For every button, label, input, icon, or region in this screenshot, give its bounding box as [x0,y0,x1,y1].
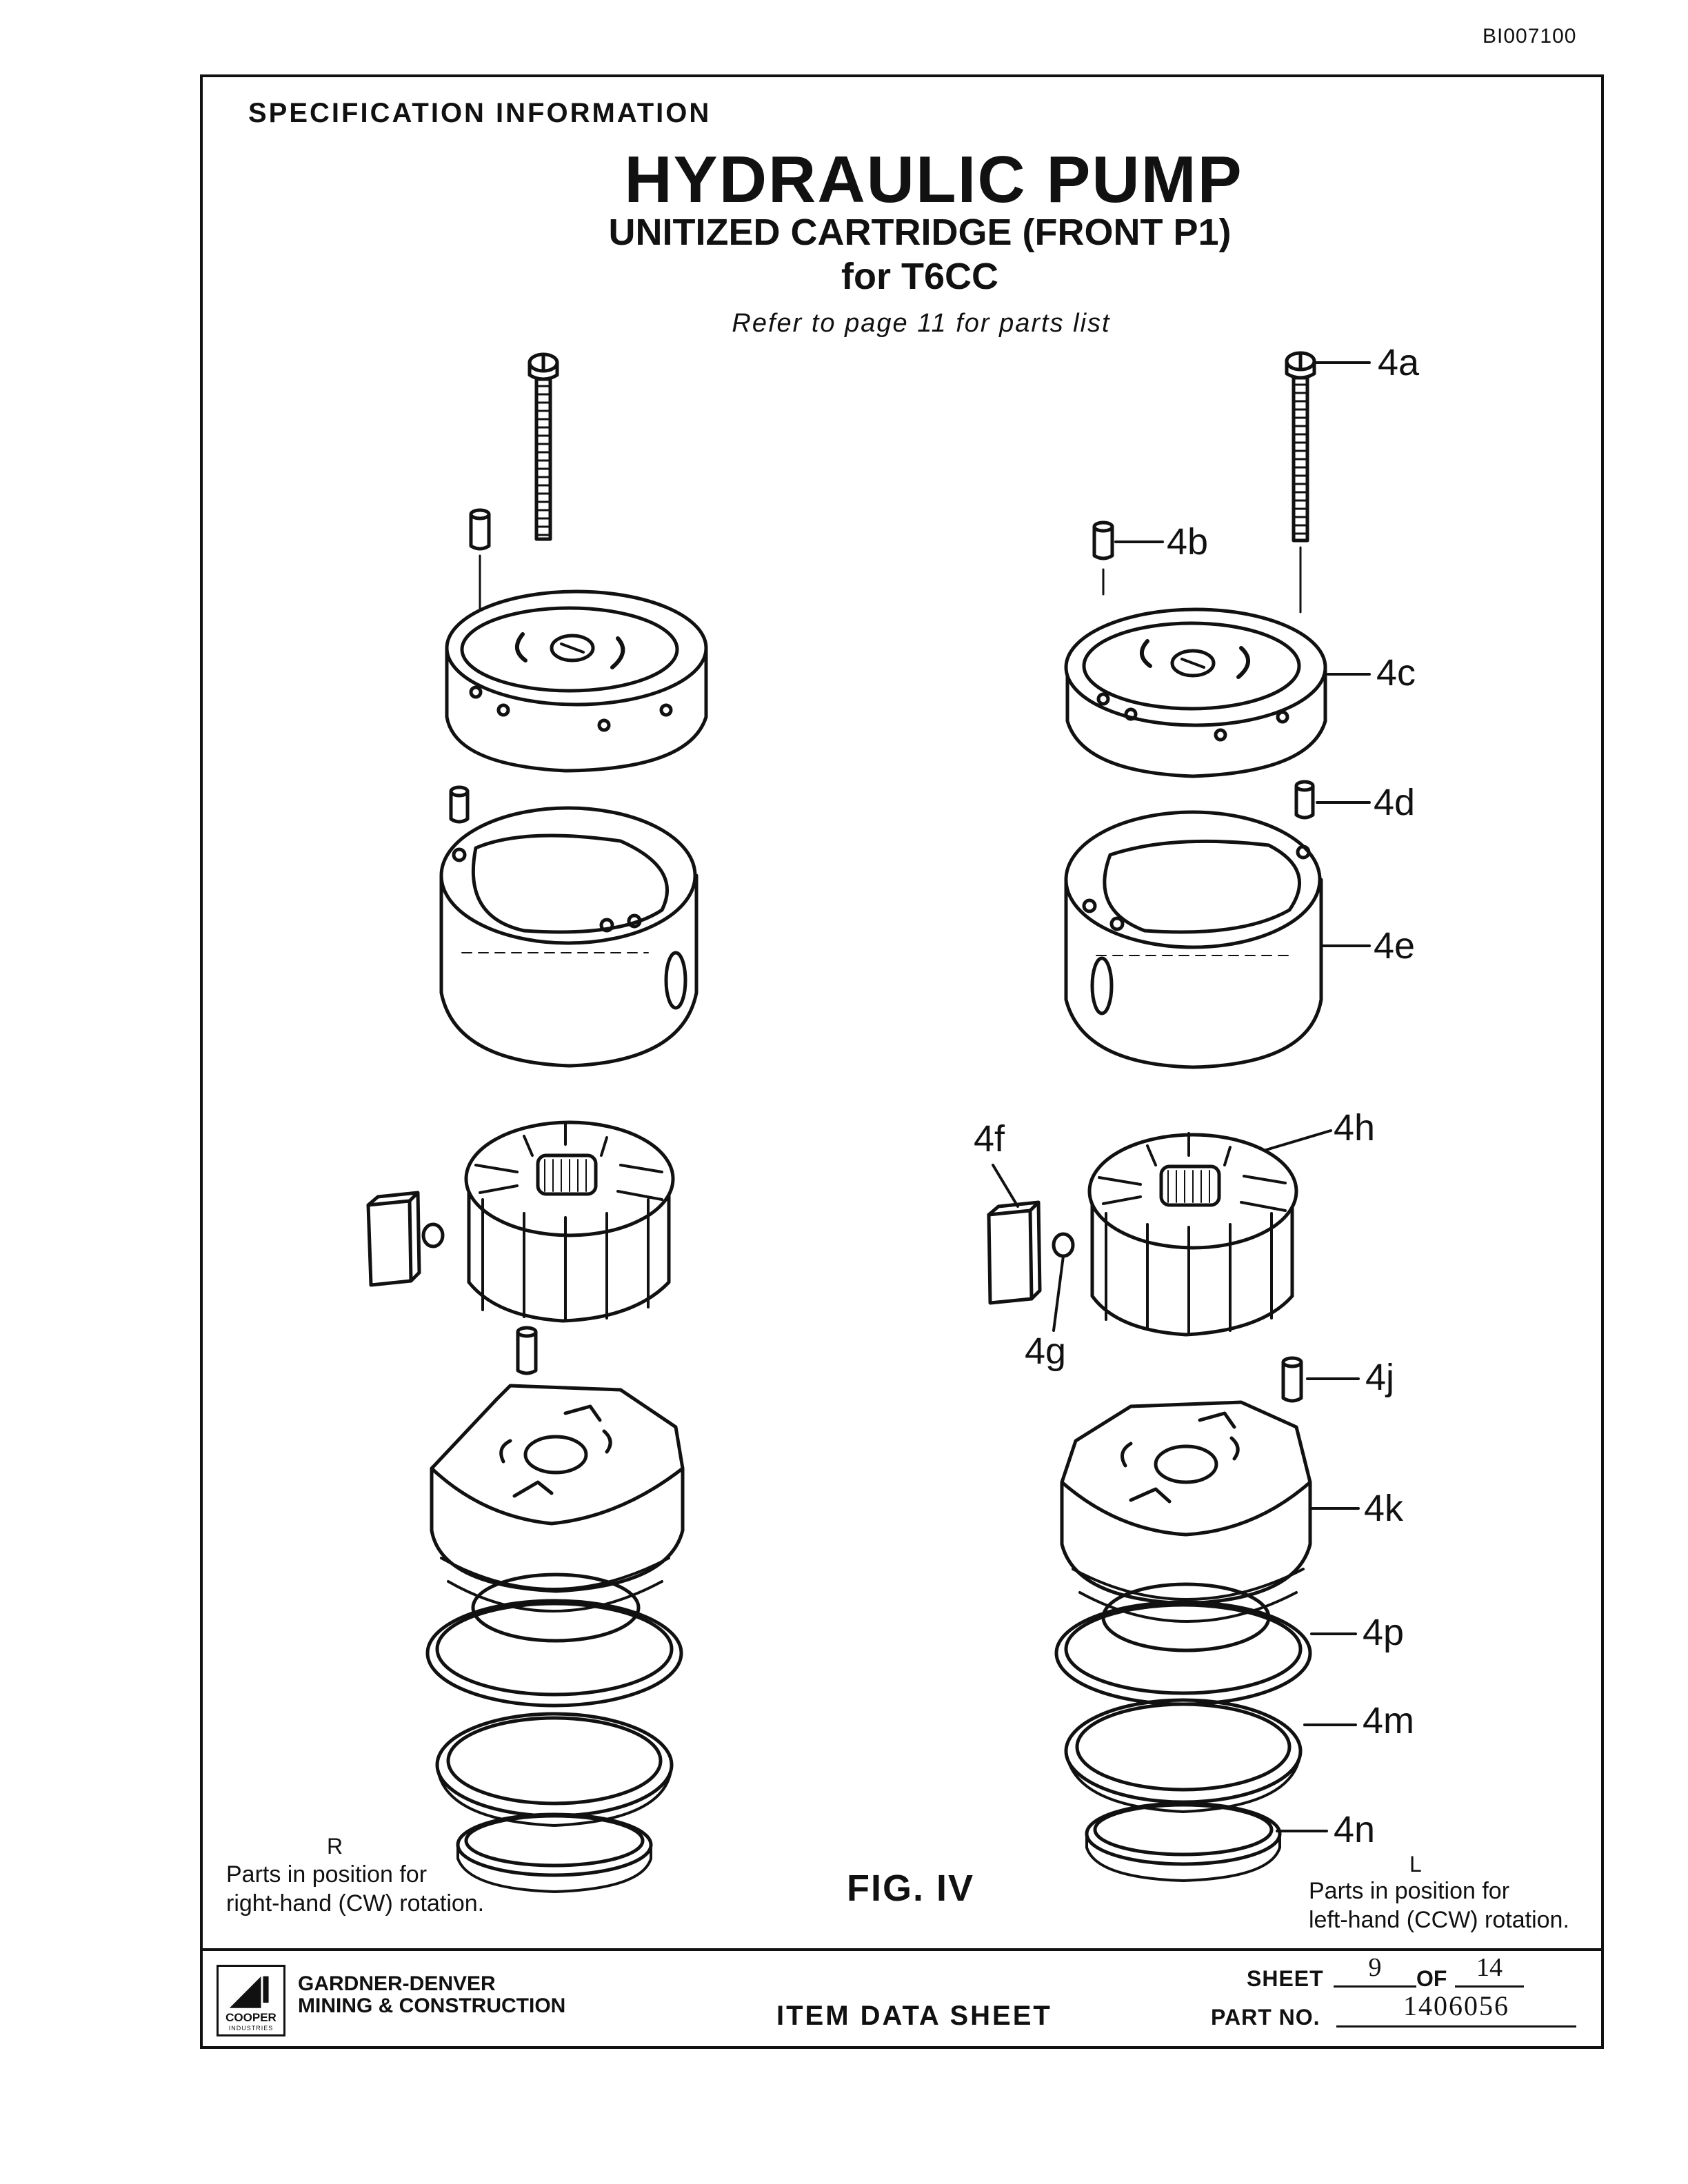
figure-label: FIG. IV [847,1868,975,1909]
seal-ring-right-illustration [1054,1600,1357,1706]
logo-mark: ◢I [230,1968,272,2011]
item-data-sheet-label: ITEM DATA SHEET [776,2001,1052,2031]
logo-company: COOPER [225,2011,277,2024]
document-id: BI007100 [1483,25,1577,48]
callout-4h: 4h [1334,1107,1375,1149]
end-plate-left-illustration [445,589,708,773]
company-logo: ◢I COOPER INDUSTRIES [217,1965,285,2036]
company-line1: GARDNER-DENVER [298,1972,496,1995]
pin-right-mid-illustration [1294,780,1371,820]
callout-4d: 4d [1374,782,1415,823]
o-ring-left-illustration [456,1812,653,1893]
callout-4k: 4k [1364,1488,1404,1529]
backup-ring-left-illustration [435,1712,674,1827]
left-caption-line1: Parts in position for [226,1861,428,1888]
pin-right-top-illustration [1092,520,1164,596]
callout-4g: 4g [1025,1331,1066,1372]
left-caption-line2: right-hand (CW) rotation. [226,1890,485,1917]
rotor-right-illustration [1087,1129,1332,1337]
callout-4b: 4b [1167,521,1208,563]
callout-4e: 4e [1374,925,1415,967]
screw-right-illustration [1285,351,1371,614]
of-label: OF [1416,1966,1447,1991]
right-caption-letter: L [1409,1852,1422,1877]
pin-left-mid-illustration [449,785,470,824]
page-subtitle: UNITIZED CARTRIDGE (FRONT P1) [608,212,1232,253]
pin-right-low-illustration [1281,1356,1360,1403]
end-plate-right-illustration [1064,607,1371,778]
section-heading: SPECIFICATION INFORMATION [248,98,712,128]
callout-4n: 4n [1334,1809,1375,1850]
right-assembly [987,351,1371,1882]
callout-labels: 4a 4b 4c 4d 4e 4f 4h 4g 4j 4k 4p 4m 4n [974,342,1420,1850]
part-number-label: PART NO. [1211,2005,1320,2030]
seal-ring-left-illustration [425,1599,683,1708]
vane-right-illustration [987,1164,1075,1332]
page-frame [200,74,1604,2049]
sheet-label: SHEET [1247,1966,1324,1991]
left-assembly [366,352,708,1893]
right-caption-line2: left-hand (CCW) rotation. [1309,1907,1569,1933]
cam-ring-left-illustration [439,806,699,1068]
cam-ring-right-illustration [1064,810,1371,1069]
callout-4f: 4f [974,1118,1005,1160]
o-ring-right-illustration [1085,1801,1328,1882]
sheet-total: 14 [1455,1952,1524,1988]
left-caption: Parts in position for right-hand (CW) ro… [226,1860,484,1918]
port-plate-left-illustration [430,1384,685,1643]
callout-4p: 4p [1363,1612,1404,1653]
pin-left-low-illustration [516,1326,538,1375]
footer-divider [200,1948,1604,1951]
left-caption-letter: R [327,1834,343,1859]
backup-ring-right-illustration [1064,1698,1357,1813]
callout-4a: 4a [1378,342,1420,383]
callout-4c: 4c [1376,652,1416,694]
right-caption: Parts in position for left-hand (CCW) ro… [1309,1877,1569,1934]
callout-4m: 4m [1363,1700,1414,1741]
model-line: for T6CC [841,256,998,297]
refer-note: Refer to page 11 for parts list [732,309,1111,338]
logo-industries: INDUSTRIES [228,2025,274,2032]
page-title: HYDRAULIC PUMP [624,143,1243,216]
sheet-number: 9 [1334,1952,1416,1988]
vane-left-illustration [366,1191,445,1287]
right-caption-line1: Parts in position for [1309,1878,1510,1904]
part-number: 1406056 [1336,1990,1576,2028]
rotor-left-illustration [464,1120,675,1323]
company-name: GARDNER-DENVER MINING & CONSTRUCTION [298,1973,565,2017]
company-line2: MINING & CONSTRUCTION [298,1994,566,2017]
callout-4j: 4j [1365,1357,1394,1398]
screw-left-illustration [528,352,559,541]
